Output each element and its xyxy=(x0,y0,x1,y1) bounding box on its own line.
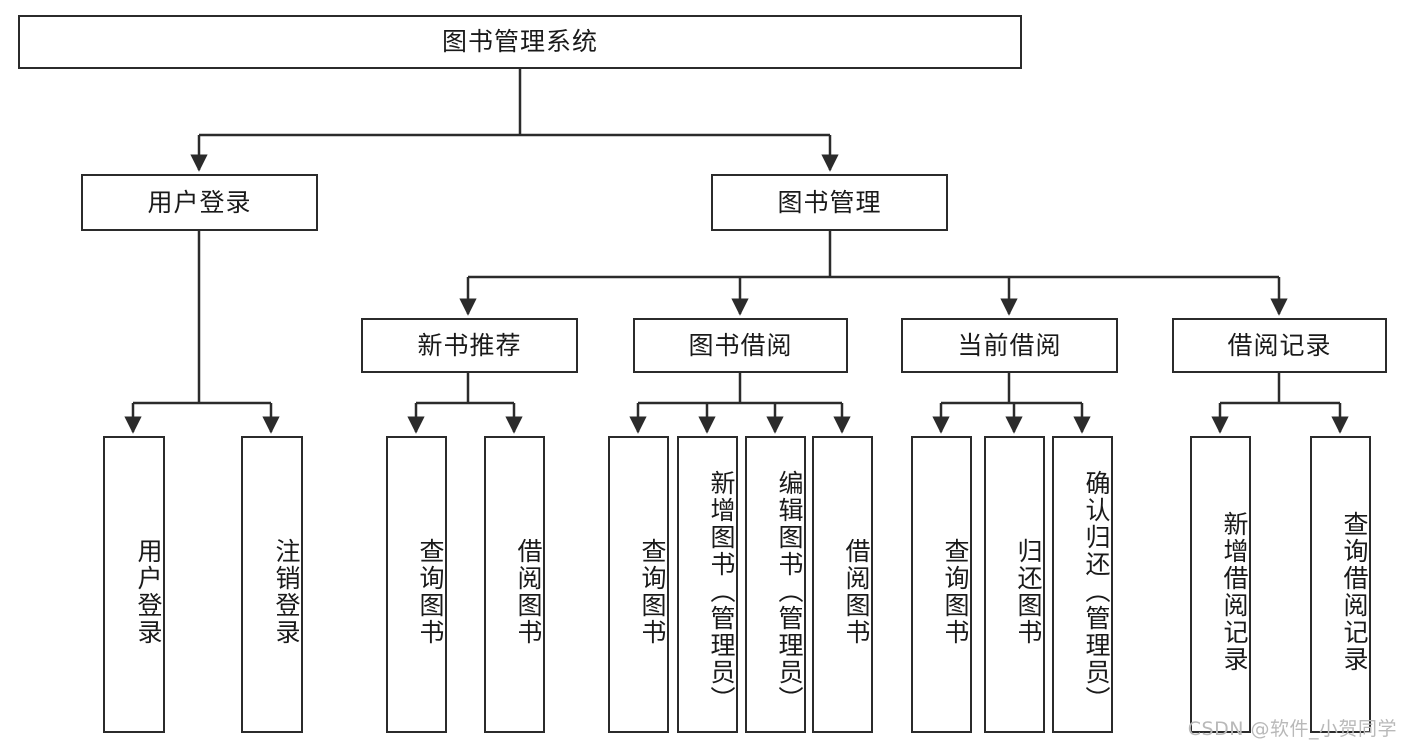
leaf-current-return-book-label: 归还图书 xyxy=(1014,537,1043,646)
leaf-borrow-borrow-book-label: 借阅图书 xyxy=(842,537,871,646)
leaf-new-rec-query-book[interactable]: 查询图书 xyxy=(386,436,447,733)
leaf-user-login-signout[interactable]: 注销登录 xyxy=(241,436,303,733)
node-root-system[interactable]: 图书管理系统 xyxy=(18,15,1022,69)
leaf-new-rec-borrow-book[interactable]: 借阅图书 xyxy=(484,436,545,733)
node-current-borrow-label: 当前借阅 xyxy=(957,330,1062,360)
node-borrow-records-label: 借阅记录 xyxy=(1227,330,1332,360)
node-book-borrow[interactable]: 图书借阅 xyxy=(633,318,848,373)
leaf-records-query-record-label: 查询借阅记录 xyxy=(1340,510,1369,673)
leaf-current-query-book[interactable]: 查询图书 xyxy=(911,436,972,733)
leaf-records-add-record[interactable]: 新增借阅记录 xyxy=(1190,436,1251,733)
node-root-system-label: 图书管理系统 xyxy=(441,27,598,57)
leaf-borrow-edit-book-admin-label: 编辑图书（管理员） xyxy=(775,470,804,713)
node-user-login[interactable]: 用户登录 xyxy=(81,174,318,231)
leaf-borrow-add-book-admin[interactable]: 新增图书（管理员） xyxy=(677,436,738,733)
node-book-management-label: 图书管理 xyxy=(777,187,882,217)
node-new-book-recommend[interactable]: 新书推荐 xyxy=(361,318,578,373)
leaf-new-rec-borrow-book-label: 借阅图书 xyxy=(514,537,543,646)
leaf-current-query-book-label: 查询图书 xyxy=(941,537,970,646)
leaf-records-add-record-label: 新增借阅记录 xyxy=(1220,510,1249,673)
leaf-borrow-edit-book-admin[interactable]: 编辑图书（管理员） xyxy=(745,436,806,733)
leaf-user-login-signin[interactable]: 用户登录 xyxy=(103,436,165,733)
leaf-borrow-borrow-book[interactable]: 借阅图书 xyxy=(812,436,873,733)
leaf-current-return-book[interactable]: 归还图书 xyxy=(984,436,1045,733)
node-book-management[interactable]: 图书管理 xyxy=(711,174,948,231)
leaf-records-query-record[interactable]: 查询借阅记录 xyxy=(1310,436,1371,733)
node-book-borrow-label: 图书借阅 xyxy=(688,330,793,360)
leaf-borrow-query-book-label: 查询图书 xyxy=(638,537,667,646)
leaf-current-confirm-return-admin[interactable]: 确认归还（管理员） xyxy=(1052,436,1113,733)
leaf-current-confirm-return-admin-label: 确认归还（管理员） xyxy=(1082,470,1111,713)
node-new-book-recommend-label: 新书推荐 xyxy=(417,330,522,360)
leaf-user-login-signout-label: 注销登录 xyxy=(272,537,301,646)
leaf-user-login-signin-label: 用户登录 xyxy=(134,537,163,646)
node-user-login-label: 用户登录 xyxy=(147,187,252,217)
leaf-borrow-query-book[interactable]: 查询图书 xyxy=(608,436,669,733)
leaf-borrow-add-book-admin-label: 新增图书（管理员） xyxy=(707,470,736,713)
node-current-borrow[interactable]: 当前借阅 xyxy=(901,318,1118,373)
watermark-text: CSDN @软件_小贺同学 xyxy=(1187,718,1397,740)
leaf-new-rec-query-book-label: 查询图书 xyxy=(416,537,445,646)
node-borrow-records[interactable]: 借阅记录 xyxy=(1172,318,1387,373)
